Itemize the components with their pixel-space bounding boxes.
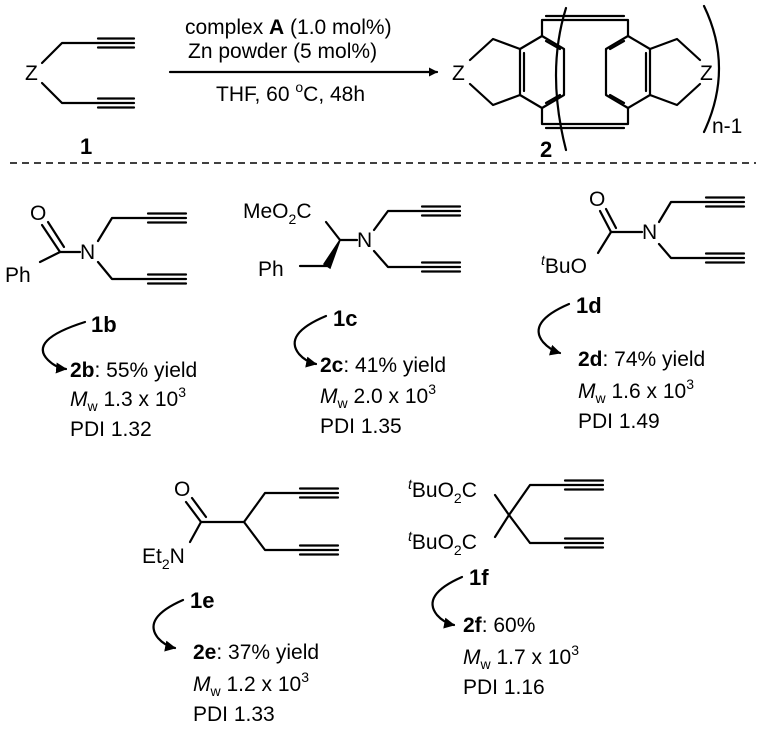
product-z-right: Z	[700, 62, 713, 85]
curved-arrow-1f	[431, 575, 464, 629]
atom-ester-bottom: tBuO2C	[408, 528, 477, 558]
atom-o: O	[589, 188, 605, 211]
monomer-1-structure: Z	[25, 37, 136, 109]
atom-o: O	[174, 478, 190, 501]
conditions-line1: complex A (1.0 mol%)	[185, 16, 392, 39]
atom-o: O	[30, 202, 46, 225]
conditions-line3: THF, 60 oC, 48h	[216, 79, 365, 106]
svg-text:Mw 2.0 x 103: Mw 2.0 x 103	[320, 381, 436, 411]
svg-text:2f: 60%: 2f: 60%	[463, 614, 535, 637]
atom-ester-top: tBuO2C	[408, 476, 477, 506]
compound-id-1c: 1c	[333, 306, 357, 331]
atom-ph: Ph	[5, 264, 31, 287]
compound-id-1d: 1d	[576, 293, 602, 318]
result-2c: 2c: 41% yield Mw 2.0 x 103 PDI 1.35	[320, 354, 446, 438]
atom-net2: Et2N	[142, 545, 185, 572]
compound-1f-structure: tBuO2C tBuO2C	[408, 476, 605, 558]
atom-ester: MeO2C	[243, 200, 311, 227]
svg-text:2b: 55% yield: 2b: 55% yield	[70, 359, 197, 382]
svg-text:PDI 1.49: PDI 1.49	[578, 410, 660, 433]
atom-n: N	[357, 229, 372, 252]
repeat-unit-label: n-1	[712, 115, 742, 138]
svg-text:PDI 1.32: PDI 1.32	[70, 418, 152, 441]
curved-arrow-1b	[41, 320, 87, 374]
monomer-z-label: Z	[25, 62, 38, 85]
compound-id-1f: 1f	[469, 565, 489, 590]
conditions-line2: Zn powder (5 mol%)	[188, 40, 377, 63]
product-2-structure: Z Z	[452, 4, 721, 152]
svg-text:Mw 1.6 x 103: Mw 1.6 x 103	[578, 376, 694, 406]
svg-text:Mw 1.3 x 103: Mw 1.3 x 103	[70, 384, 186, 414]
result-2e: 2e: 37% yield Mw 1.2 x 103 PDI 1.33	[193, 641, 319, 726]
product-z-left: Z	[452, 62, 465, 85]
monomer-id-label: 1	[80, 134, 92, 159]
compound-1e-structure: O Et2N	[142, 478, 340, 572]
curved-arrow-1d	[537, 302, 571, 356]
product-id-label: 2	[540, 137, 552, 162]
curved-arrow-1c	[293, 314, 328, 368]
svg-text:PDI 1.35: PDI 1.35	[320, 415, 402, 438]
compound-id-1b: 1b	[91, 312, 117, 337]
atom-n: N	[80, 241, 95, 264]
svg-text:PDI 1.16: PDI 1.16	[463, 676, 545, 699]
compound-1d-structure: O tBuO N	[541, 188, 746, 278]
result-2d: 2d: 74% yield Mw 1.6 x 103 PDI 1.49	[578, 348, 705, 433]
svg-text:2e: 37% yield: 2e: 37% yield	[193, 641, 319, 664]
svg-text:Mw 1.7 x 103: Mw 1.7 x 103	[463, 642, 579, 672]
atom-n: N	[642, 221, 657, 244]
svg-text:2d: 74% yield: 2d: 74% yield	[578, 348, 705, 371]
svg-text:PDI 1.33: PDI 1.33	[193, 703, 275, 726]
compound-1c-structure: MeO2C Ph N	[243, 200, 462, 281]
result-2b: 2b: 55% yield Mw 1.3 x 103 PDI 1.32	[70, 359, 197, 441]
curved-arrow-1e	[152, 598, 185, 652]
result-2f: 2f: 60% Mw 1.7 x 103 PDI 1.16	[463, 614, 579, 699]
svg-text:Mw 1.2 x 103: Mw 1.2 x 103	[193, 669, 309, 699]
atom-ph: Ph	[258, 258, 284, 281]
reaction-conditions: complex A (1.0 mol%) Zn powder (5 mol%) …	[185, 16, 392, 106]
compound-id-1e: 1e	[190, 588, 214, 613]
atom-tbuo: tBuO	[541, 252, 587, 278]
compound-1b-structure: O Ph N	[5, 202, 188, 287]
svg-text:2c: 41% yield: 2c: 41% yield	[320, 354, 446, 377]
